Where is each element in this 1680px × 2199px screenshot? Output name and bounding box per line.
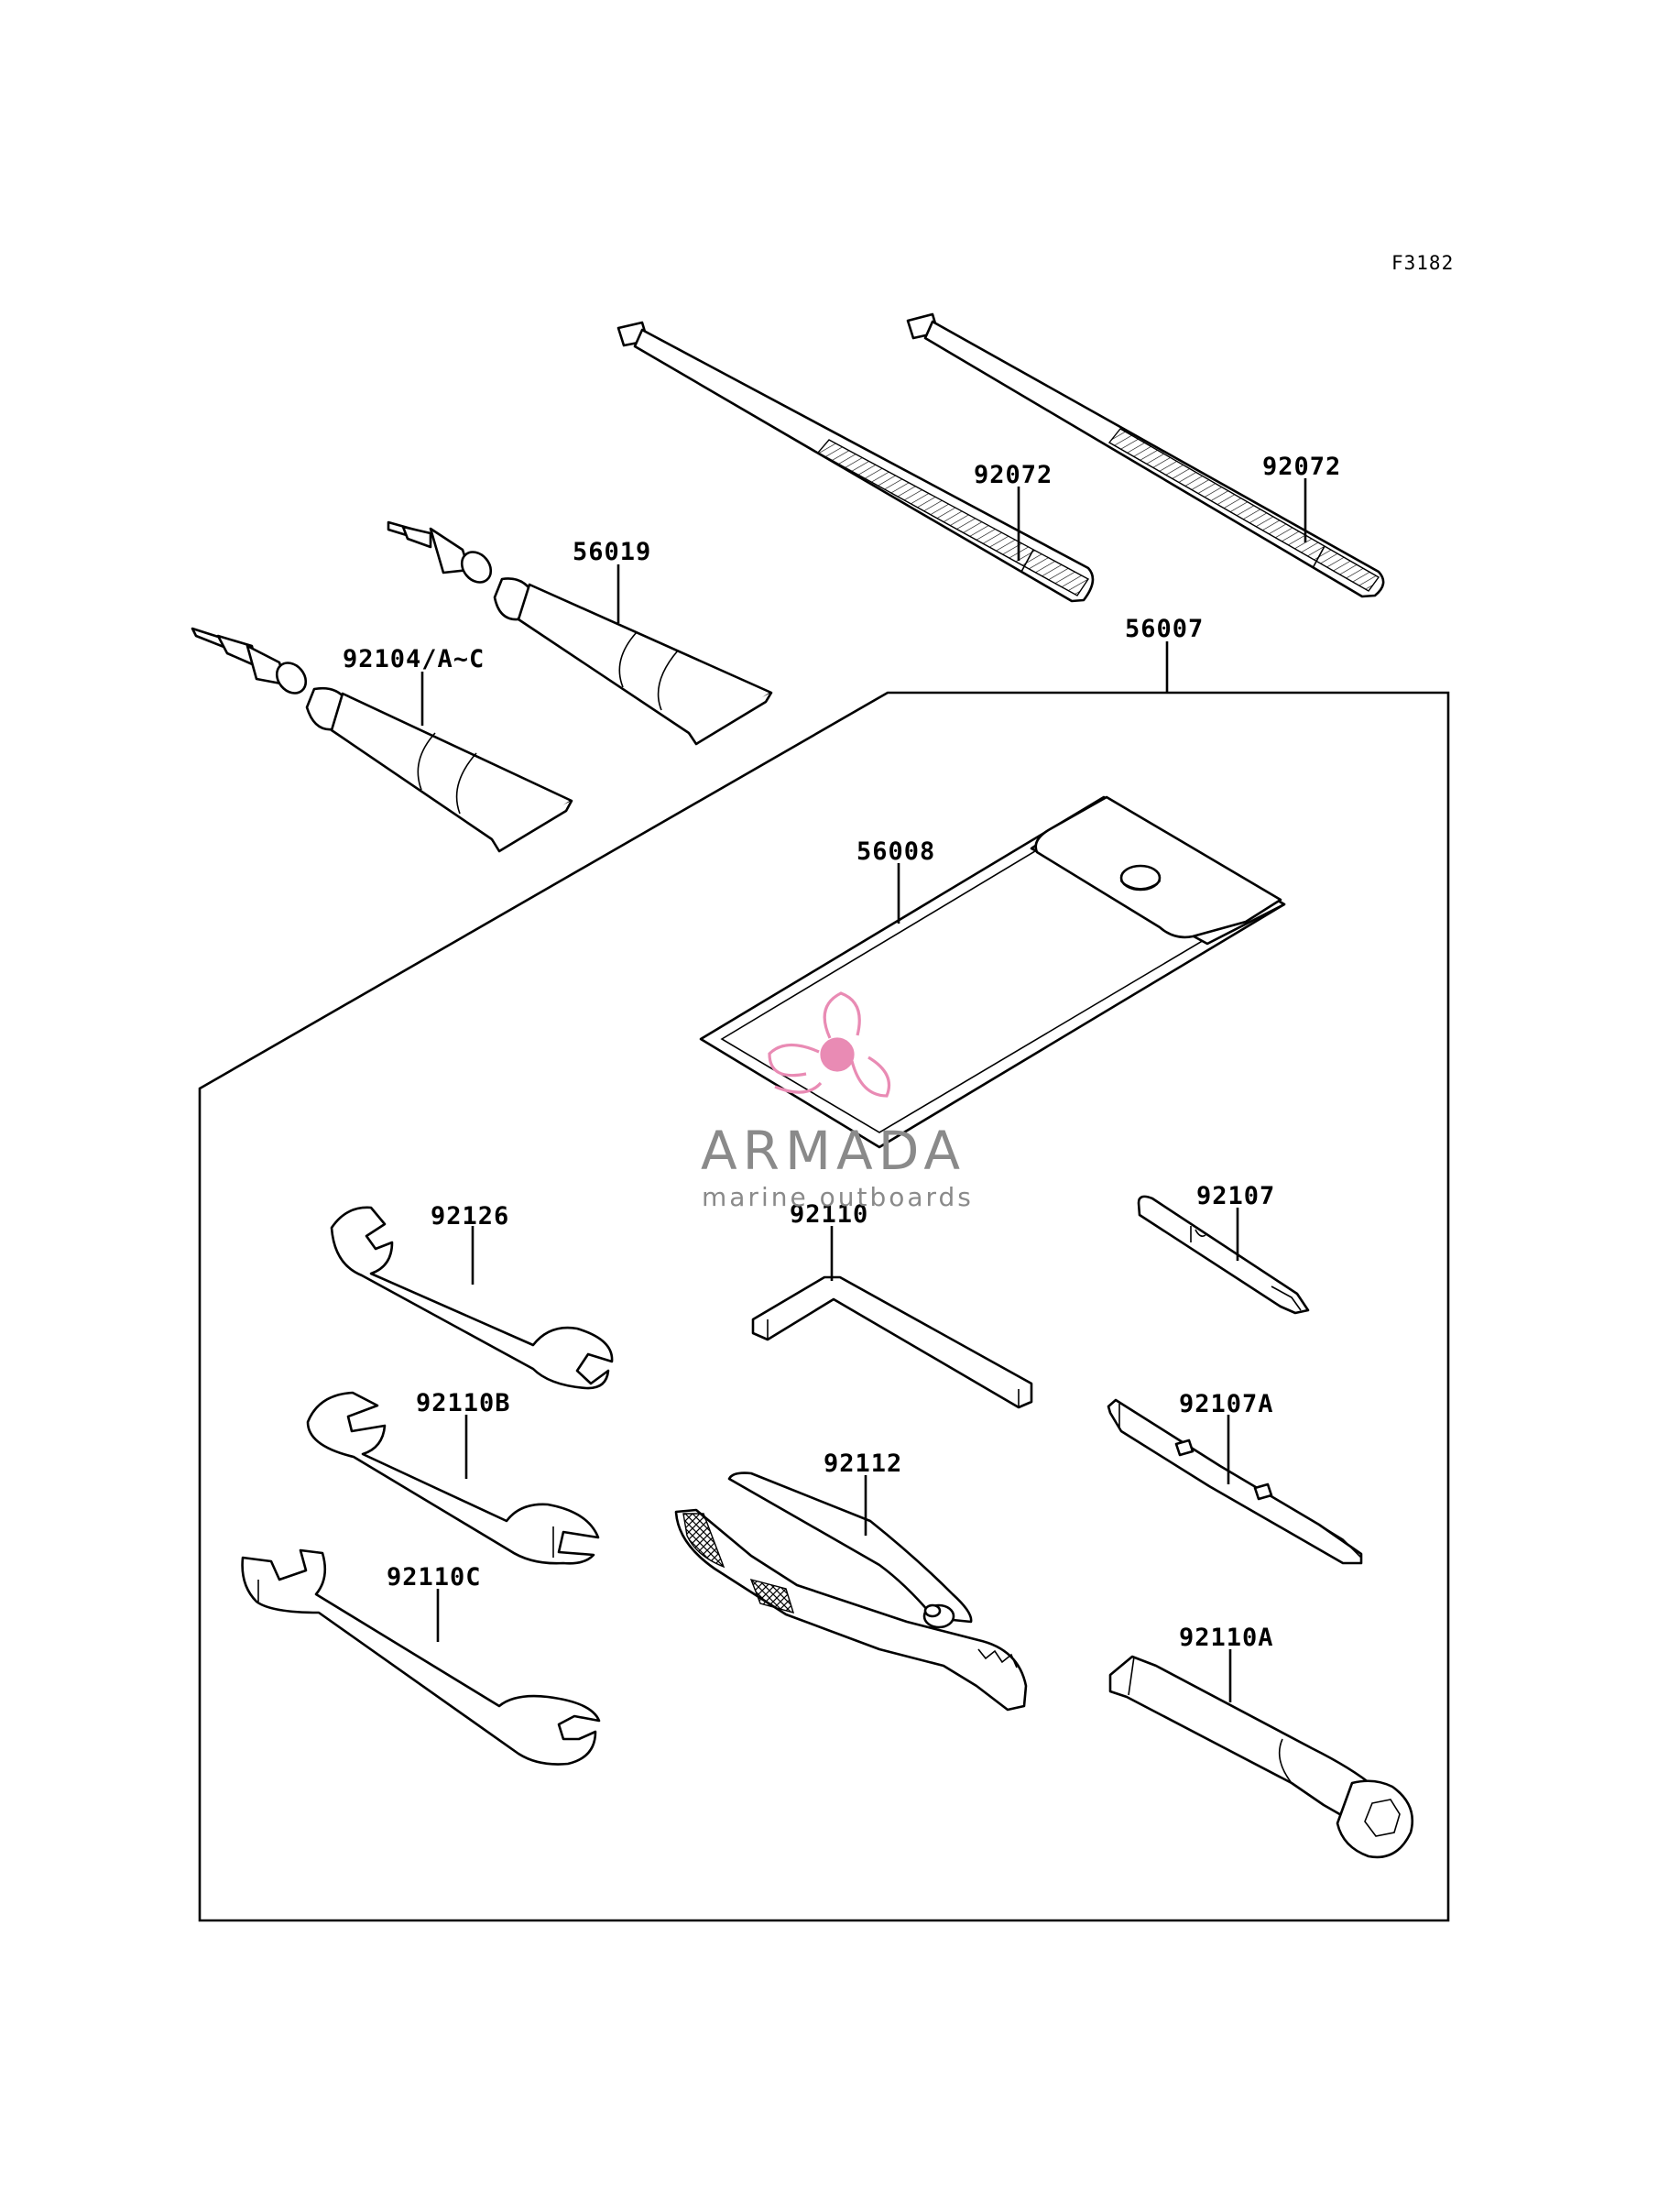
wrench-92110c: 92110C — [241, 1548, 601, 1766]
label-cable-tie-1: 92072 — [974, 461, 1053, 489]
pliers-92112: 92112 — [674, 1450, 1028, 1712]
screwdriver-92107a: 92107A — [1107, 1390, 1363, 1565]
label-tube-56019: 56019 — [573, 538, 651, 566]
label-tube-92104: 92104/A~C — [343, 645, 485, 673]
wrench-92110b: 92110B — [306, 1389, 600, 1565]
cable-tie-2: 92072 — [906, 312, 1385, 598]
label-cable-tie-2: 92072 — [1262, 453, 1341, 481]
label-hex-key: 92110 — [790, 1200, 868, 1229]
label-tool-bag: 56008 — [856, 837, 935, 866]
tube-56019: 56019 — [387, 520, 773, 746]
label-pliers: 92112 — [824, 1450, 902, 1478]
tube-92104: 92104/A~C — [191, 627, 573, 853]
watermark-brand: ARMADA — [701, 1120, 965, 1182]
wrench-92126: 92126 — [330, 1202, 614, 1390]
label-wrench-92110b: 92110B — [416, 1389, 511, 1417]
label-screwdriver-92107a: 92107A — [1179, 1390, 1274, 1418]
label-wrench-92126: 92126 — [431, 1202, 509, 1231]
label-tool-kit: 56007 — [1125, 615, 1204, 643]
label-screwdriver-92107: 92107 — [1196, 1182, 1275, 1210]
watermark-tagline: marine outboards — [702, 1182, 974, 1212]
cable-tie-1: 92072 — [616, 321, 1095, 603]
label-wrench-92110c: 92110C — [387, 1563, 482, 1592]
propeller-logo-icon — [768, 991, 891, 1098]
tool-bag-56008: 56008 — [699, 795, 1286, 1149]
plug-wrench-92110a: 92110A — [1108, 1624, 1414, 1859]
label-plug-wrench: 92110A — [1179, 1624, 1274, 1652]
hex-key-92110: 92110 — [751, 1200, 1033, 1409]
tool-kit-boundary: 56007 — [198, 615, 1450, 1922]
figure-code: F3182 — [1391, 252, 1454, 274]
watermark: ARMADA marine outboards — [701, 991, 974, 1212]
screwdriver-92107: 92107 — [1137, 1182, 1310, 1315]
